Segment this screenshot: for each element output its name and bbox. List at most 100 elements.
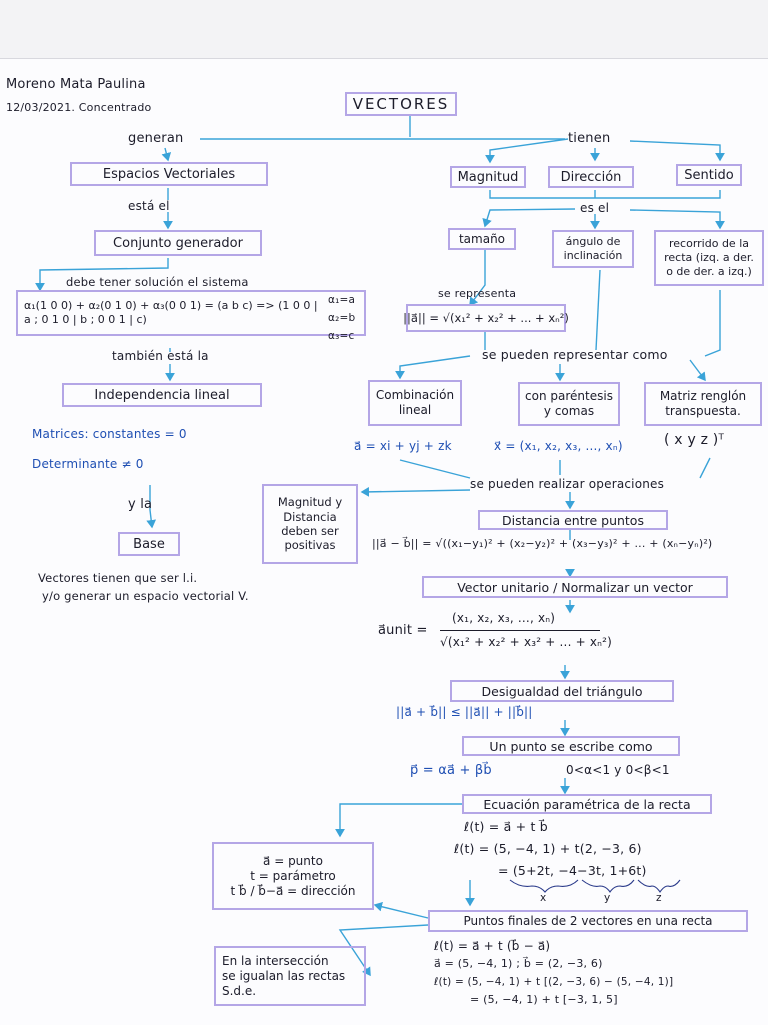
combinacion-line-2: lineal xyxy=(398,403,432,417)
note-determinante: Determinante ≠ 0 xyxy=(32,457,144,471)
label-se-representa: se representa xyxy=(438,287,517,300)
interseccion-line-1: En la intersección xyxy=(222,953,329,968)
box-unitario: Vector unitario / Normalizar un vector xyxy=(422,576,728,598)
box-matriz: Matriz renglón transpuesta. xyxy=(644,382,762,426)
box-desigualdad: Desigualdad del triángulo xyxy=(450,680,674,702)
box-interseccion: En la intersección se igualan las rectas… xyxy=(214,946,366,1006)
box-sentido: Sentido xyxy=(676,164,742,186)
box-puntos-finales: Puntos finales de 2 vectores en una rect… xyxy=(428,910,748,932)
author-name: Moreno Mata Paulina xyxy=(6,77,146,92)
label-z: z xyxy=(656,892,662,904)
box-recorrido: recorrido de la recta (izq. a der. o de … xyxy=(654,230,764,286)
puntos-finales-label: Puntos finales de 2 vectores en una rect… xyxy=(463,914,713,928)
formula-desigualdad: ||a⃗ + b⃗|| ≤ ||a⃗|| + ||b⃗|| xyxy=(396,705,533,719)
title-box: VECTORES xyxy=(345,92,457,116)
label-es-el: es el xyxy=(580,201,610,215)
ecuacion-linea-2: ℓ(t) = (5, −4, 1) + t(2, −3, 6) xyxy=(454,841,642,856)
punto-label: Un punto se escribe como xyxy=(489,738,653,754)
base-label: Base xyxy=(133,536,165,552)
note-generar: y/o generar un espacio vectorial V. xyxy=(42,589,249,603)
parentesis-line-1: con paréntesis xyxy=(525,389,613,403)
pf-linea-1: ℓ(t) = a⃗ + t (b⃗ − a⃗) xyxy=(434,939,551,953)
box-sistema: α₁(1 0 0) + α₂(0 1 0) + α₃(0 0 1) = (a b… xyxy=(16,290,366,336)
title-vectores: VECTORES xyxy=(352,95,450,113)
angulo-line-1: ángulo de xyxy=(565,235,621,249)
norma-formula: ||a⃗|| = √(x₁² + x₂² + ... + xₙ²) xyxy=(403,311,569,325)
combinacion-line-1: Combinación xyxy=(375,388,455,402)
box-parentesis: con paréntesis y comas xyxy=(518,382,620,426)
alpha-3: α₃=c xyxy=(328,330,355,342)
label-operaciones: se pueden realizar operaciones xyxy=(470,477,665,491)
pf-linea-2: a⃗ = (5, −4, 1) ; b⃗ = (2, −3, 6) xyxy=(434,957,603,970)
formula-unitario-lhs: a⃗unit = xyxy=(378,623,428,638)
punto-condicion: 0<α<1 y 0<β<1 xyxy=(566,763,670,777)
conjunto-label: Conjunto generador xyxy=(113,235,243,251)
box-espacios-vectoriales: Espacios Vectoriales xyxy=(70,162,268,186)
label-debe-tener: debe tener solución el sistema xyxy=(66,275,249,289)
alpha-2: α₂=b xyxy=(328,312,356,324)
magn-dist-line-1: Magnitud y xyxy=(277,495,343,510)
distancia-label: Distancia entre puntos xyxy=(502,512,644,528)
box-conjunto-generador: Conjunto generador xyxy=(94,230,262,256)
tamano-label: tamaño xyxy=(458,232,506,246)
magn-dist-line-2: Distancia xyxy=(283,509,337,524)
recorrido-line-2: recta (izq. a der. xyxy=(664,251,754,265)
box-distancia: Distancia entre puntos xyxy=(478,510,668,530)
formula-matriz: ( x y z )ᵀ xyxy=(664,432,725,448)
direccion-label: Dirección xyxy=(560,169,622,185)
box-independencia: Independencia lineal xyxy=(62,383,262,407)
box-punto: Un punto se escribe como xyxy=(462,736,680,756)
legend-punto: a⃗ = punto xyxy=(263,853,323,868)
matriz-line-1: Matriz renglón xyxy=(659,389,747,403)
box-legend: a⃗ = punto t = parámetro t b⃗ / b⃗−a⃗ = … xyxy=(212,842,374,910)
box-magnitud: Magnitud xyxy=(450,166,526,188)
formula-unitario-num: (x₁, x₂, x₃, ..., xₙ) xyxy=(452,611,556,625)
label-y: y xyxy=(604,892,611,904)
label-esta-el: está el xyxy=(128,199,170,213)
recorrido-line-3: o de der. a izq.) xyxy=(666,264,752,278)
formula-parentesis: x⃗ = (x₁, x₂, x₃, ..., xₙ) xyxy=(494,439,623,453)
label-tienen: tienen xyxy=(568,131,611,146)
box-tamano: tamaño xyxy=(448,228,516,250)
formula-combinacion: a⃗ = xi + yj + zk xyxy=(354,439,452,453)
label-se-pueden: se pueden representar como xyxy=(482,347,668,362)
ecuacion-linea-3: = (5+2t, −4−3t, 1+6t) xyxy=(498,863,647,878)
matriz-line-2: transpuesta. xyxy=(665,404,741,418)
independencia-label: Independencia lineal xyxy=(94,387,230,403)
note-matrices: Matrices: constantes = 0 xyxy=(32,427,187,441)
formula-punto: p⃗ = αa⃗ + βb⃗ xyxy=(410,763,492,778)
ecuacion-label: Ecuación paramétrica de la recta xyxy=(483,796,691,812)
date-note: 12/03/2021. Concentrado xyxy=(6,101,152,114)
sentido-label: Sentido xyxy=(684,167,734,183)
magn-dist-line-4: positivas xyxy=(284,538,336,553)
interseccion-line-3: S.d.e. xyxy=(222,983,257,998)
box-combinacion: Combinación lineal xyxy=(368,380,462,426)
fraction-bar xyxy=(440,630,600,631)
legend-direccion: t b⃗ / b⃗−a⃗ = dirección xyxy=(230,883,356,898)
recorrido-line-1: recorrido de la xyxy=(669,237,749,251)
box-magnitud-distancia: Magnitud y Distancia deben ser positivas xyxy=(262,484,358,564)
label-tambien: también está la xyxy=(112,349,209,363)
parentesis-line-2: y comas xyxy=(543,404,595,418)
box-direccion: Dirección xyxy=(548,166,634,188)
box-base: Base xyxy=(118,532,180,556)
magn-dist-line-3: deben ser xyxy=(281,524,339,538)
note-vectores-li: Vectores tienen que ser l.i. xyxy=(38,571,198,585)
magnitud-label: Magnitud xyxy=(457,169,519,185)
legend-parametro: t = parámetro xyxy=(250,868,336,883)
unitario-label: Vector unitario / Normalizar un vector xyxy=(457,579,693,595)
pf-linea-4: = (5, −4, 1) + t [−3, 1, 5] xyxy=(470,993,618,1006)
box-angulo: ángulo de inclinación xyxy=(552,230,634,268)
label-x: x xyxy=(540,892,547,904)
espacios-label: Espacios Vectoriales xyxy=(102,166,236,182)
alpha-1: α₁=a xyxy=(328,294,356,306)
sistema-formula: α₁(1 0 0) + α₂(0 1 0) + α₃(0 0 1) = (a b… xyxy=(24,298,318,326)
formula-distancia: ||a⃗ − b⃗|| = √((x₁−y₁)² + (x₂−y₂)² + (x… xyxy=(372,537,713,550)
pf-linea-3: ℓ(t) = (5, −4, 1) + t [(2, −3, 6) − (5, … xyxy=(434,976,674,988)
ecuacion-linea-1: ℓ(t) = a⃗ + t b⃗ xyxy=(464,819,548,834)
angulo-line-2: inclinación xyxy=(563,249,623,262)
interseccion-line-2: se igualan las rectas xyxy=(222,968,346,983)
box-norma: ||a⃗|| = √(x₁² + x₂² + ... + xₙ²) xyxy=(403,304,569,332)
desigualdad-label: Desigualdad del triángulo xyxy=(481,683,643,699)
box-ecuacion: Ecuación paramétrica de la recta xyxy=(462,794,712,814)
